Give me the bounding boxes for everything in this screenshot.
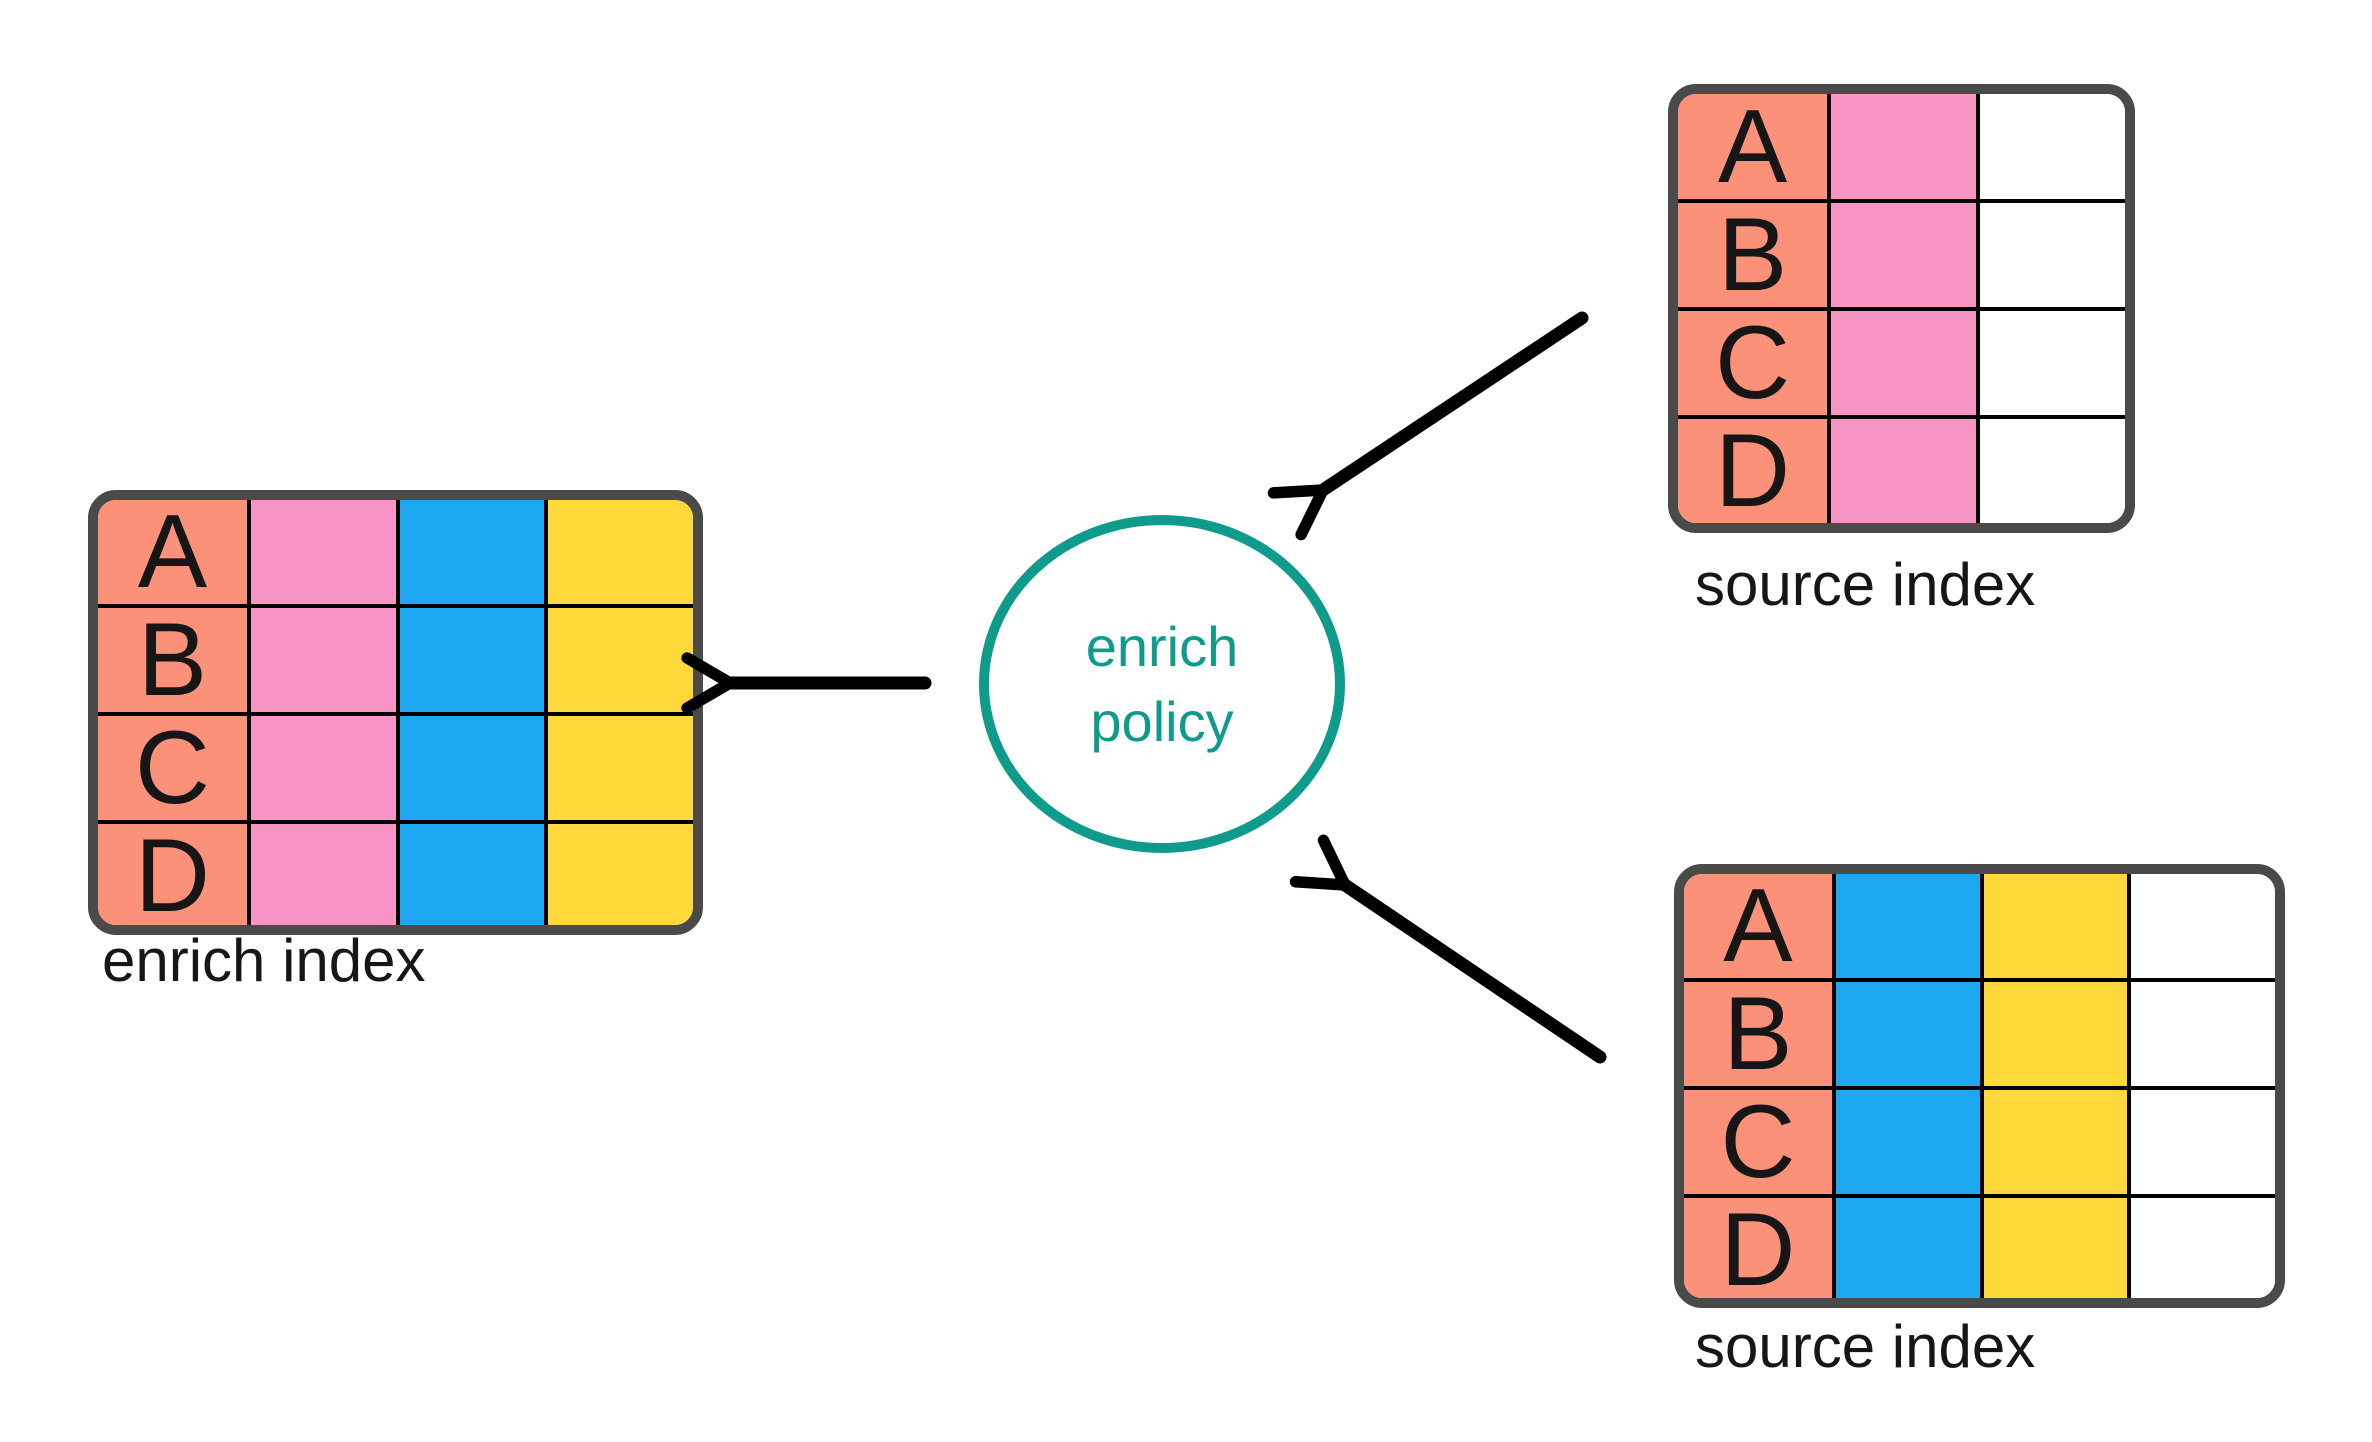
field-cell (2127, 978, 2275, 1086)
row-key-cell: B (98, 604, 247, 712)
field-cell (1979, 1194, 2128, 1298)
field-cell (1979, 1086, 2128, 1194)
source-index-bottom-label: source index (1695, 1313, 2036, 1380)
enrich-policy-label-line2: policy (1090, 690, 1234, 753)
field-cell (2127, 1194, 2275, 1298)
field-cell (1831, 1086, 1980, 1194)
field-cell (544, 604, 693, 712)
field-cell (1831, 874, 1980, 978)
row-key-cell: A (1684, 874, 1832, 978)
field-cell (1831, 1194, 1980, 1298)
field-cell (246, 820, 396, 925)
field-cell (2127, 1086, 2275, 1194)
row-key-cell: B (1678, 199, 1827, 307)
field-cell (246, 604, 396, 712)
field-cell (395, 604, 545, 712)
arrow-icon-source-top-to-policy (1267, 311, 1589, 541)
field-cell (1979, 874, 2128, 978)
field-cell (1831, 978, 1980, 1086)
field-cell (395, 820, 545, 925)
enrich-index-label: enrich index (102, 927, 426, 994)
enrich-policy-label-line1: enrich (1085, 615, 1239, 678)
field-cell (1976, 307, 2125, 415)
row-key-cell: D (1684, 1194, 1832, 1298)
field-cell (1827, 307, 1976, 415)
row-key-cell: B (1684, 978, 1832, 1086)
field-cell (246, 712, 396, 820)
field-cell (1827, 94, 1976, 199)
enrich-policy-node: enrich policy (979, 515, 1345, 853)
field-cell (544, 820, 693, 925)
row-key-cell: C (1678, 307, 1827, 415)
field-cell (395, 500, 545, 604)
row-key-cell: D (98, 820, 247, 925)
field-cell (1979, 978, 2128, 1086)
field-cell (1827, 415, 1976, 523)
field-cell (395, 712, 545, 820)
row-key-cell: D (1678, 415, 1827, 523)
field-cell (246, 500, 396, 604)
arrow-icon-source-bottom-to-policy (1289, 834, 1607, 1064)
field-cell (2127, 874, 2275, 978)
row-key-cell: A (1678, 94, 1827, 199)
field-cell (544, 500, 693, 604)
field-cell (1976, 415, 2125, 523)
row-key-cell: C (1684, 1086, 1832, 1194)
field-cell (1976, 199, 2125, 307)
field-cell (1976, 94, 2125, 199)
field-cell (544, 712, 693, 820)
source-index-top-label: source index (1695, 551, 2036, 618)
field-cell (1827, 199, 1976, 307)
row-key-cell: C (98, 712, 247, 820)
row-key-cell: A (98, 500, 247, 604)
